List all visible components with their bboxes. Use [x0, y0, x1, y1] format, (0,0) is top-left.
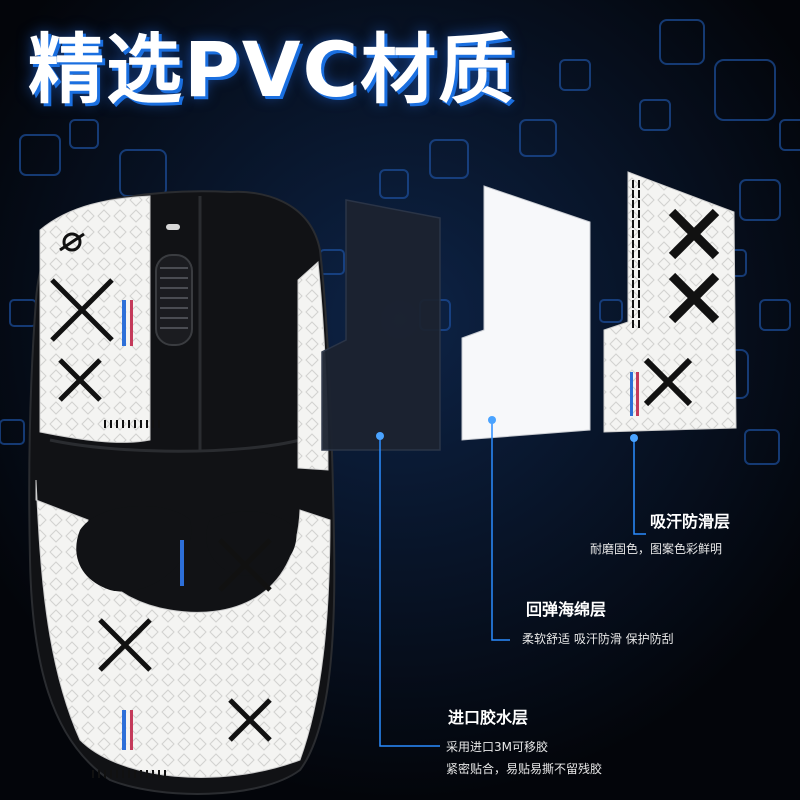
- layer-grip-surface-ticks: [630, 180, 640, 330]
- callout-sponge-layer-title: 回弹海绵层: [526, 600, 607, 619]
- grip-tape-markings: [50, 232, 272, 742]
- callout-grip-layer-desc: 耐磨固色，图案色彩鲜明: [590, 542, 723, 556]
- leader-dot-adhesive: [376, 432, 384, 440]
- grip-tape-tick-bar-2: [90, 770, 170, 780]
- callout-sponge-layer: 回弹海绵层: [526, 600, 606, 620]
- mouse: [28, 190, 336, 795]
- leader-lines: [379, 422, 646, 747]
- layer-adhesive: [321, 199, 441, 451]
- callout-adhesive-layer: 进口胶水层: [448, 708, 528, 728]
- callout-adhesive-layer-desc-1: 采用进口3M可移胶: [446, 740, 548, 754]
- callout-grip-layer: 吸汗防滑层: [650, 512, 730, 532]
- callout-adhesive-layer-desc-wrap: 采用进口3M可移胶 紧密贴合，易贴易撕不留残胶: [446, 736, 602, 780]
- leader-dots: [376, 416, 638, 442]
- callout-sponge-layer-desc: 柔软舒适 吸汗防滑 保护防刮: [522, 632, 674, 646]
- headline: 精选PVC材质: [28, 25, 517, 114]
- mouse-button-seam: [49, 438, 301, 453]
- layer-sponge-sheet: [461, 185, 591, 441]
- leader-dot-sponge: [488, 416, 496, 424]
- layer-sponge: [461, 185, 591, 441]
- scroll-wheel-ridges: [160, 267, 188, 329]
- callout-grip-layer-title: 吸汗防滑层: [650, 512, 731, 531]
- leader-line-adhesive: [379, 438, 440, 747]
- layer-adhesive-sheet: [321, 199, 441, 451]
- grip-tape-tick-bar: [100, 420, 160, 430]
- layer-grip-surface-markings: [643, 208, 720, 407]
- leader-line-grip: [633, 438, 646, 535]
- leader-dot-grip: [630, 434, 638, 442]
- thumb-cutout-left: [76, 506, 192, 592]
- callout-adhesive-layer-desc-2: 紧密贴合，易贴易撕不留残胶: [446, 762, 603, 776]
- leader-line-sponge: [491, 422, 510, 641]
- callout-sponge-layer-desc-wrap: 柔软舒适 吸汗防滑 保护防刮: [522, 628, 674, 650]
- callout-adhesive-layer-title: 进口胶水层: [448, 708, 529, 727]
- grip-tape-color-stripes: [122, 300, 184, 750]
- grip-tape-left-upper: [39, 195, 151, 443]
- grip-tape-side-bottom: [35, 479, 331, 778]
- layer-grip-surface: [603, 171, 737, 433]
- callout-grip-layer-desc-wrap: 耐磨固色，图案色彩鲜明: [590, 538, 722, 560]
- dpi-indicator: [166, 224, 180, 230]
- thumb-cutout-right: [206, 511, 297, 576]
